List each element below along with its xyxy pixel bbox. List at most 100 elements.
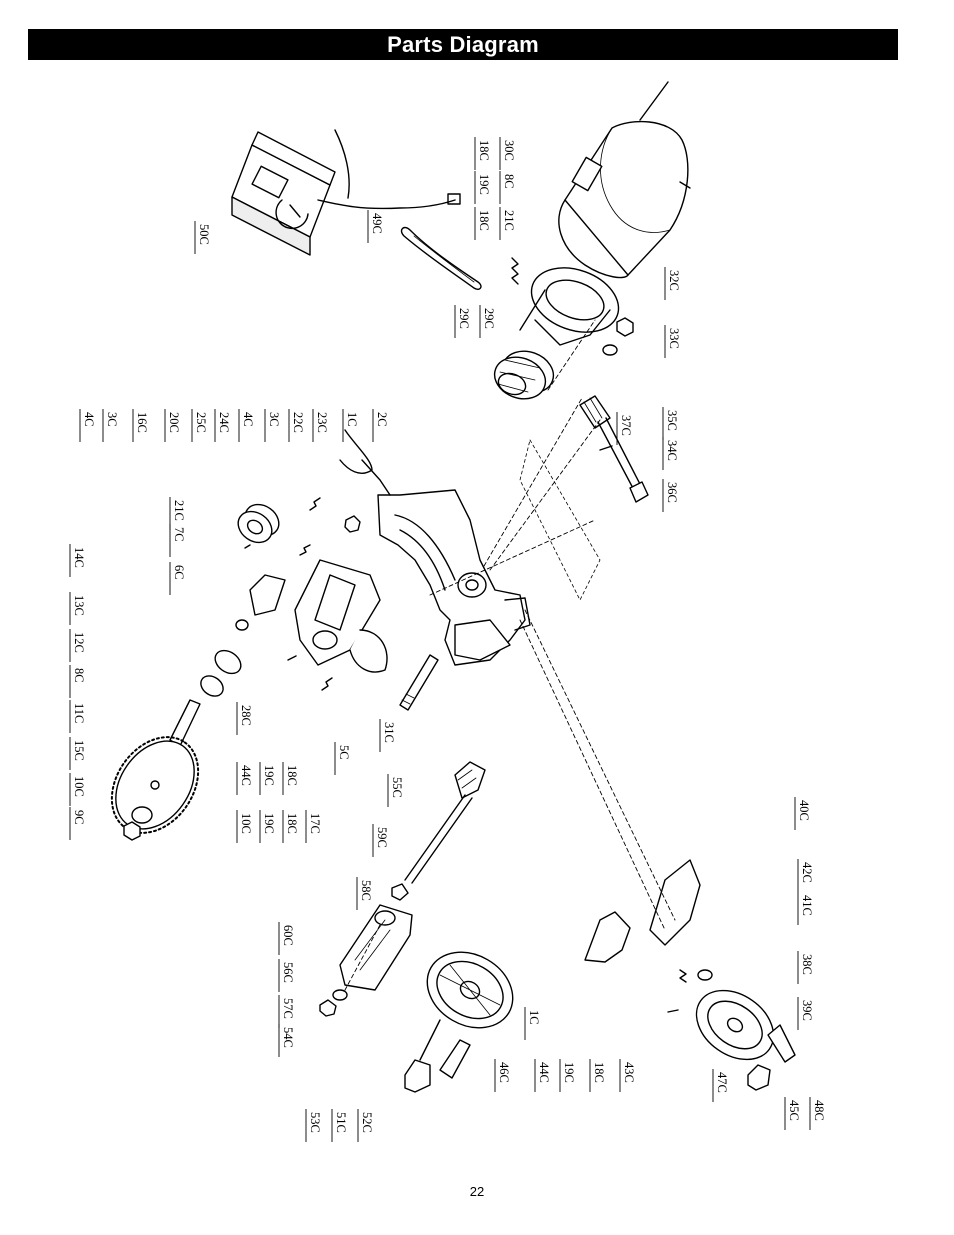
handwheel-right: [695, 989, 775, 1061]
callout-45c: 45C: [787, 1100, 801, 1121]
callout-44c: 44C: [537, 1062, 551, 1083]
motor-pulley: [493, 350, 555, 400]
drive-belt: [400, 226, 482, 291]
callout-51c: 51C: [334, 1112, 348, 1133]
bearing-13c: [214, 649, 242, 675]
switch-box: [231, 131, 336, 256]
callout-21c: 21C: [172, 500, 186, 521]
bearing-housing: [249, 574, 286, 616]
power-cord: [317, 129, 456, 210]
handle-52c: [439, 1039, 471, 1079]
motor-mount: [519, 267, 620, 346]
spring-44c: [679, 969, 687, 983]
callout-19c: 19C: [262, 813, 276, 834]
washer-14c: [235, 619, 249, 631]
callout-58c: 58C: [359, 880, 373, 901]
callout-23c: 23C: [315, 412, 329, 433]
callout-36c: 36C: [665, 482, 679, 503]
callout-28c: 28C: [239, 705, 253, 726]
arbor-bracket: [294, 429, 391, 666]
callout-29c: 29C: [482, 308, 496, 329]
callout-25c: 25C: [194, 412, 208, 433]
callout-5c: 5C: [337, 745, 351, 760]
callout-19c: 19C: [562, 1062, 576, 1083]
nut-57c: [319, 999, 337, 1017]
callout-6c: 6C: [172, 565, 186, 580]
callout-11c: 11C: [72, 703, 86, 723]
tilt-shaft: [404, 761, 486, 884]
arbor-pulley: [237, 503, 280, 544]
callout-57c: 57C: [281, 998, 295, 1019]
pin-43c: [667, 1009, 679, 1013]
callout-10c: 10C: [239, 813, 253, 834]
callout-32c: 32C: [667, 270, 681, 291]
knob-45c: [747, 1064, 771, 1091]
bearing-12c: [200, 675, 224, 697]
arbor-shaft: [169, 699, 201, 747]
lead-screw-31c: [399, 654, 439, 711]
callout-4c: 4C: [241, 412, 255, 427]
callout-12c: 12C: [72, 632, 86, 653]
trunnion-segment: [349, 629, 388, 673]
spring-18c: [511, 257, 519, 285]
callout-1c: 1C: [527, 1010, 541, 1025]
callout-18c: 18C: [592, 1062, 606, 1083]
callout-35c: 35C: [665, 410, 679, 431]
callout-38c: 38C: [800, 954, 814, 975]
callout-3c: 3C: [267, 412, 281, 427]
callout-48c: 48C: [812, 1100, 826, 1121]
callout-55c: 55C: [390, 777, 404, 798]
callout-54c: 54C: [281, 1027, 295, 1048]
callout-20c: 20C: [167, 412, 181, 433]
handwheel-left: [426, 951, 514, 1029]
callout-2c: 2C: [375, 412, 389, 427]
callout-44c: 44C: [239, 765, 253, 786]
callout-21c: 21C: [502, 210, 516, 231]
title-bar: Parts Diagram: [28, 29, 898, 60]
callout-49c: 49C: [370, 213, 384, 234]
callout-7c: 7C: [172, 527, 186, 542]
callout-29c: 29C: [457, 308, 471, 329]
washer-38c: [697, 969, 713, 981]
main-frame: [377, 489, 531, 666]
callout-8c: 8C: [72, 668, 86, 683]
collar-58c: [391, 883, 409, 901]
callout-4c: 4C: [82, 412, 96, 427]
screw-24c: [299, 544, 311, 556]
handle-48c: [767, 1024, 796, 1063]
screw-21c: [244, 544, 251, 549]
callout-33c: 33C: [667, 328, 681, 349]
callout-9c: 9C: [72, 810, 86, 825]
callout-19c: 19C: [262, 765, 276, 786]
callout-24c: 24C: [217, 412, 231, 433]
arbor-nut-9c: [123, 821, 141, 841]
callout-42c: 42C: [800, 862, 814, 883]
callout-15c: 15C: [72, 740, 86, 761]
callout-18c: 18C: [477, 210, 491, 231]
callout-60c: 60C: [281, 925, 295, 946]
screw-22c: [309, 497, 321, 511]
page-title: Parts Diagram: [387, 31, 539, 57]
callout-37c: 37C: [619, 415, 633, 436]
nut-32c: [616, 317, 634, 337]
callout-31c: 31C: [382, 722, 396, 743]
callout-30c: 30C: [502, 140, 516, 161]
callout-47c: 47C: [715, 1072, 729, 1093]
handle-bolt-54c: [419, 1019, 441, 1061]
callout-52c: 52C: [360, 1112, 374, 1133]
callout-59c: 59C: [375, 827, 389, 848]
callout-17c: 17C: [308, 813, 322, 834]
callout-8c: 8C: [502, 174, 516, 189]
washer-33c: [602, 344, 618, 356]
callout-16c: 16C: [135, 412, 149, 433]
callout-3c: 3C: [105, 412, 119, 427]
flange-10c: [131, 806, 153, 824]
callout-53c: 53C: [308, 1112, 322, 1133]
callout-56c: 56C: [281, 962, 295, 983]
page-number: 22: [469, 1184, 485, 1199]
callout-18c: 18C: [285, 765, 299, 786]
saw-blade: [110, 736, 200, 834]
callout-19c: 19C: [477, 174, 491, 195]
